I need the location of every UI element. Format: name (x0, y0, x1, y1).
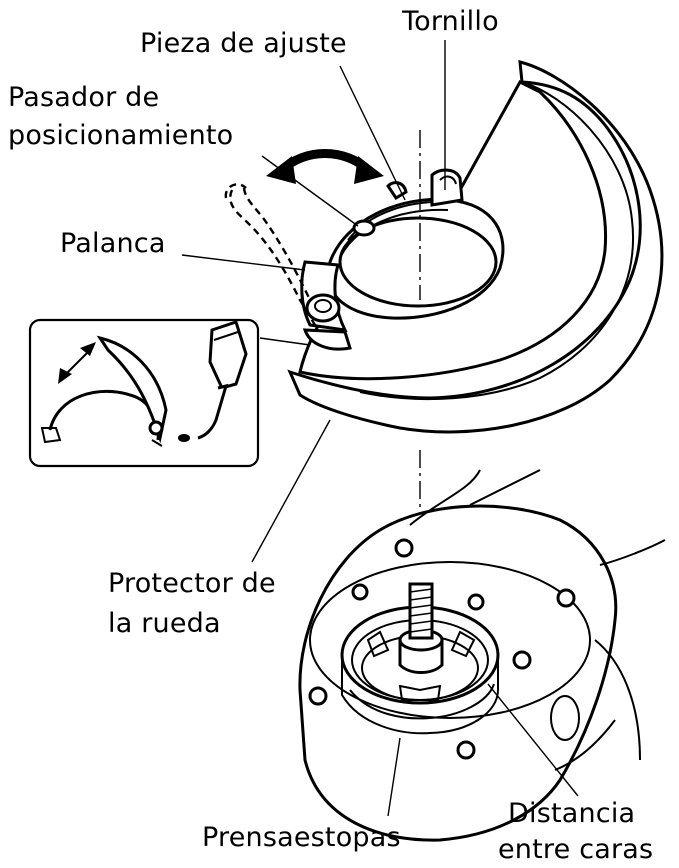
lever-inset-icon (28, 318, 260, 468)
label-positioning-pin-line1: Pasador de (8, 82, 160, 113)
grinder-head (298, 469, 666, 842)
leader-lines (181, 40, 579, 817)
wheel-guard (224, 60, 664, 434)
label-bearing-box: Prensaestopas (202, 822, 401, 853)
label-flats-line2: entre caras (498, 834, 654, 865)
label-wheel-guard-line1: Protector de (108, 568, 276, 599)
label-flats-line1: Distancia (508, 798, 636, 829)
label-positioning-pin-line2: posicionamiento (8, 120, 234, 151)
rotate-arrow-icon (266, 149, 384, 184)
label-screw: Tornillo (402, 6, 499, 37)
label-adjusting-piece: Pieza de ajuste (140, 28, 347, 59)
label-wheel-guard-line2: la rueda (108, 608, 221, 639)
grease-tube-icon (178, 320, 248, 442)
label-lever: Palanca (60, 228, 166, 259)
